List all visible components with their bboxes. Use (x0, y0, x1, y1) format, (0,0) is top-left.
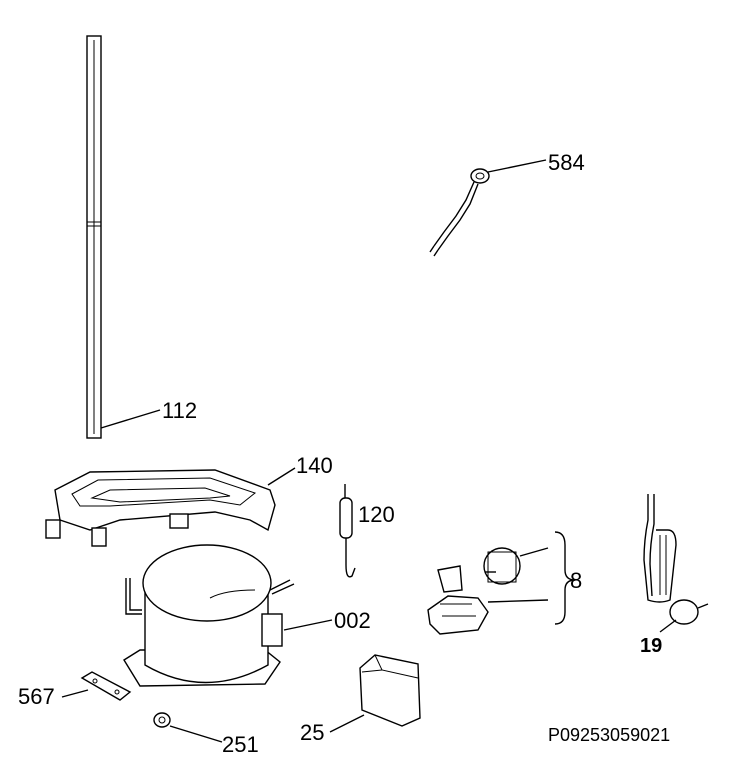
part-25-box (329, 654, 421, 733)
drawing-code: P09253059021 (548, 725, 670, 745)
label-251: 251 (222, 732, 259, 757)
label-584: 584 (548, 150, 585, 175)
part-584-sensor (429, 159, 547, 257)
label-567: 567 (18, 684, 55, 709)
label-25: 25 (300, 720, 324, 745)
label-112: 112 (162, 398, 197, 423)
part-567-bracket (61, 671, 132, 701)
label-002: 002 (334, 608, 371, 633)
part-112-tube (86, 35, 161, 439)
label-120: 120 (358, 502, 395, 527)
part-8-relay (427, 531, 576, 635)
part-002-compressor (123, 544, 333, 687)
part-251-grommet (153, 712, 223, 743)
label-19: 19 (640, 635, 662, 657)
part-140-tray (45, 467, 296, 547)
part-120-filter (339, 484, 356, 578)
part-19-heater (643, 494, 709, 633)
label-140: 140 (296, 453, 333, 478)
label-8: 8 (570, 568, 582, 593)
